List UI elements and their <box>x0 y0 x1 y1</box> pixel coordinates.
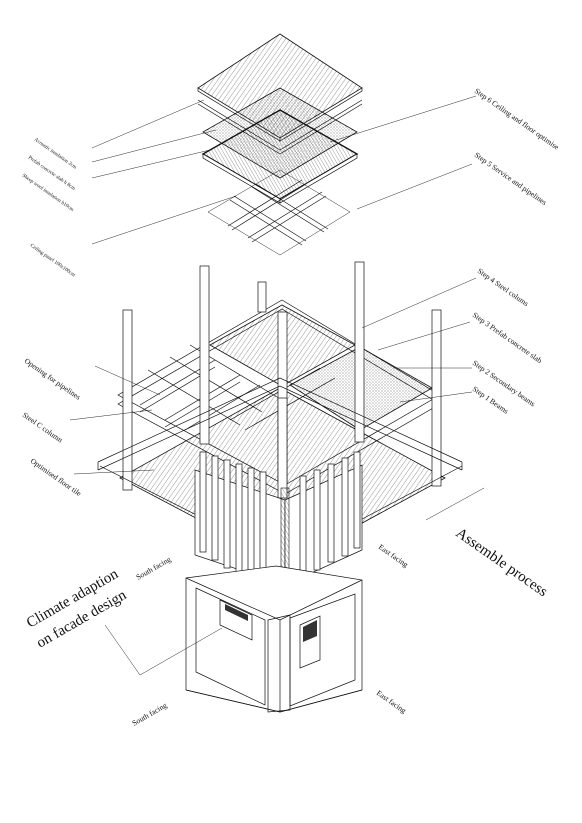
south-facing-lower: South facing <box>131 701 169 728</box>
corner-facade-module <box>185 565 363 713</box>
south-facing-upper: South facing <box>135 555 173 582</box>
ceiling-layer-stack <box>197 33 363 204</box>
sheep-wool-label: Sheep wool insulation h10cm <box>21 173 75 213</box>
leader-lines <box>69 95 485 676</box>
step5-label: Step 5 Service and pipelines <box>473 150 549 207</box>
steel-c-label: Steel C column <box>21 410 65 444</box>
floor-tile-label: Optimised floor tile <box>29 456 84 498</box>
step2-label: Step 2 Secondary beams <box>471 358 537 408</box>
step6-label: Step 6 Ceiling and floor optimise <box>473 86 561 152</box>
east-facing-lower: East facing <box>375 688 408 715</box>
service-pipeline-grid <box>207 169 351 256</box>
assemble-process-title: Assemble process <box>453 525 551 600</box>
opening-label: Opening for pipelines <box>23 356 82 401</box>
east-facing-upper: East facing <box>377 542 410 569</box>
step4-label: Step 4 Steel colums <box>476 266 530 308</box>
ceiling-panel-label: Ceiling panel 100x100cm <box>29 243 76 279</box>
facade-louvre-corner <box>194 451 363 587</box>
step3-label: Step 3 Prefab concrete slab <box>471 310 544 365</box>
